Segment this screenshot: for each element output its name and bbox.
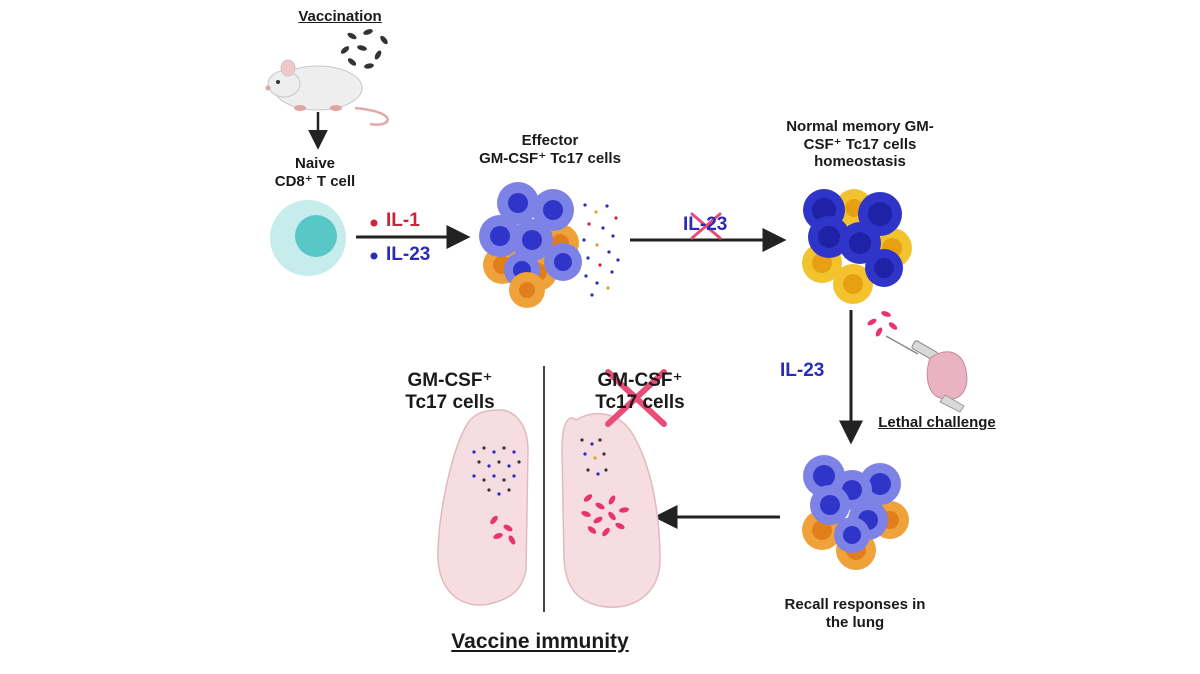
effector-cell-cluster (479, 182, 582, 308)
lung-left-tc17-dots (472, 446, 521, 496)
right-lung-icon (561, 412, 661, 608)
recall-label-line1: Recall responses in (784, 596, 926, 613)
mouse-icon (265, 59, 389, 126)
il23-naive-label: IL-23 (386, 244, 431, 265)
recall-cell-cluster (802, 455, 909, 570)
lung-left-pathogen (490, 515, 516, 545)
memory-label-line3: homeostasis (814, 153, 906, 171)
syringe-hand-icon (885, 335, 968, 413)
effector-label: Effector GM-CSF⁺ Tc17 cells (440, 132, 660, 167)
vaccination-label: Vaccination (298, 8, 382, 25)
il23-recall-label: IL-23 (780, 360, 825, 381)
lung-right-label-line1: GM-CSF⁺ (597, 370, 683, 391)
il23-cross-icon (690, 212, 722, 240)
il23-crossed-label: IL-23 (683, 214, 728, 235)
memory-label-line1: Normal memory GM- (786, 118, 934, 135)
effector-label-line2: GM-CSF⁺ Tc17 cells (479, 149, 621, 167)
lung-left-label: GM-CSF⁺ Tc17 cells (380, 370, 520, 415)
cytokine-dots (582, 203, 620, 297)
left-lung-icon (437, 409, 529, 606)
il23-dot (370, 252, 378, 260)
naive-label-line1: Naive (294, 155, 336, 172)
memory-label-line2: CSF⁺ Tc17 cells (803, 135, 917, 153)
memory-label: Normal memory GM- CSF⁺ Tc17 cells homeos… (745, 118, 975, 171)
gmcsf-cross-icon (605, 369, 667, 427)
lung-left-label-line2: Tc17 cells (405, 392, 495, 414)
naive-t-cell-icon (270, 200, 346, 276)
lethal-challenge-label: Lethal challenge (878, 414, 996, 431)
il1-label: IL-1 (386, 210, 420, 231)
vaccine-particles (340, 29, 388, 69)
lung-right-pathogen (581, 494, 629, 537)
lung-right-label-line2: Tc17 cells (595, 392, 685, 414)
pathogen-particles (867, 311, 898, 337)
lung-left-label-line1: GM-CSF⁺ (407, 370, 493, 391)
memory-cell-cluster (802, 189, 912, 304)
il1-dot (370, 219, 378, 227)
effector-label-line1: Effector (521, 132, 579, 149)
vaccine-immunity-label: Vaccine immunity (451, 630, 629, 653)
recall-label: Recall responses in the lung (755, 596, 955, 631)
naive-label: Naive CD8⁺ T cell (250, 155, 380, 190)
lung-right-label: GM-CSF⁺ Tc17 cells (570, 370, 710, 415)
naive-label-line2: CD8⁺ T cell (274, 172, 356, 190)
lung-right-tc17-dots (580, 438, 608, 476)
recall-label-line2: the lung (825, 613, 885, 631)
